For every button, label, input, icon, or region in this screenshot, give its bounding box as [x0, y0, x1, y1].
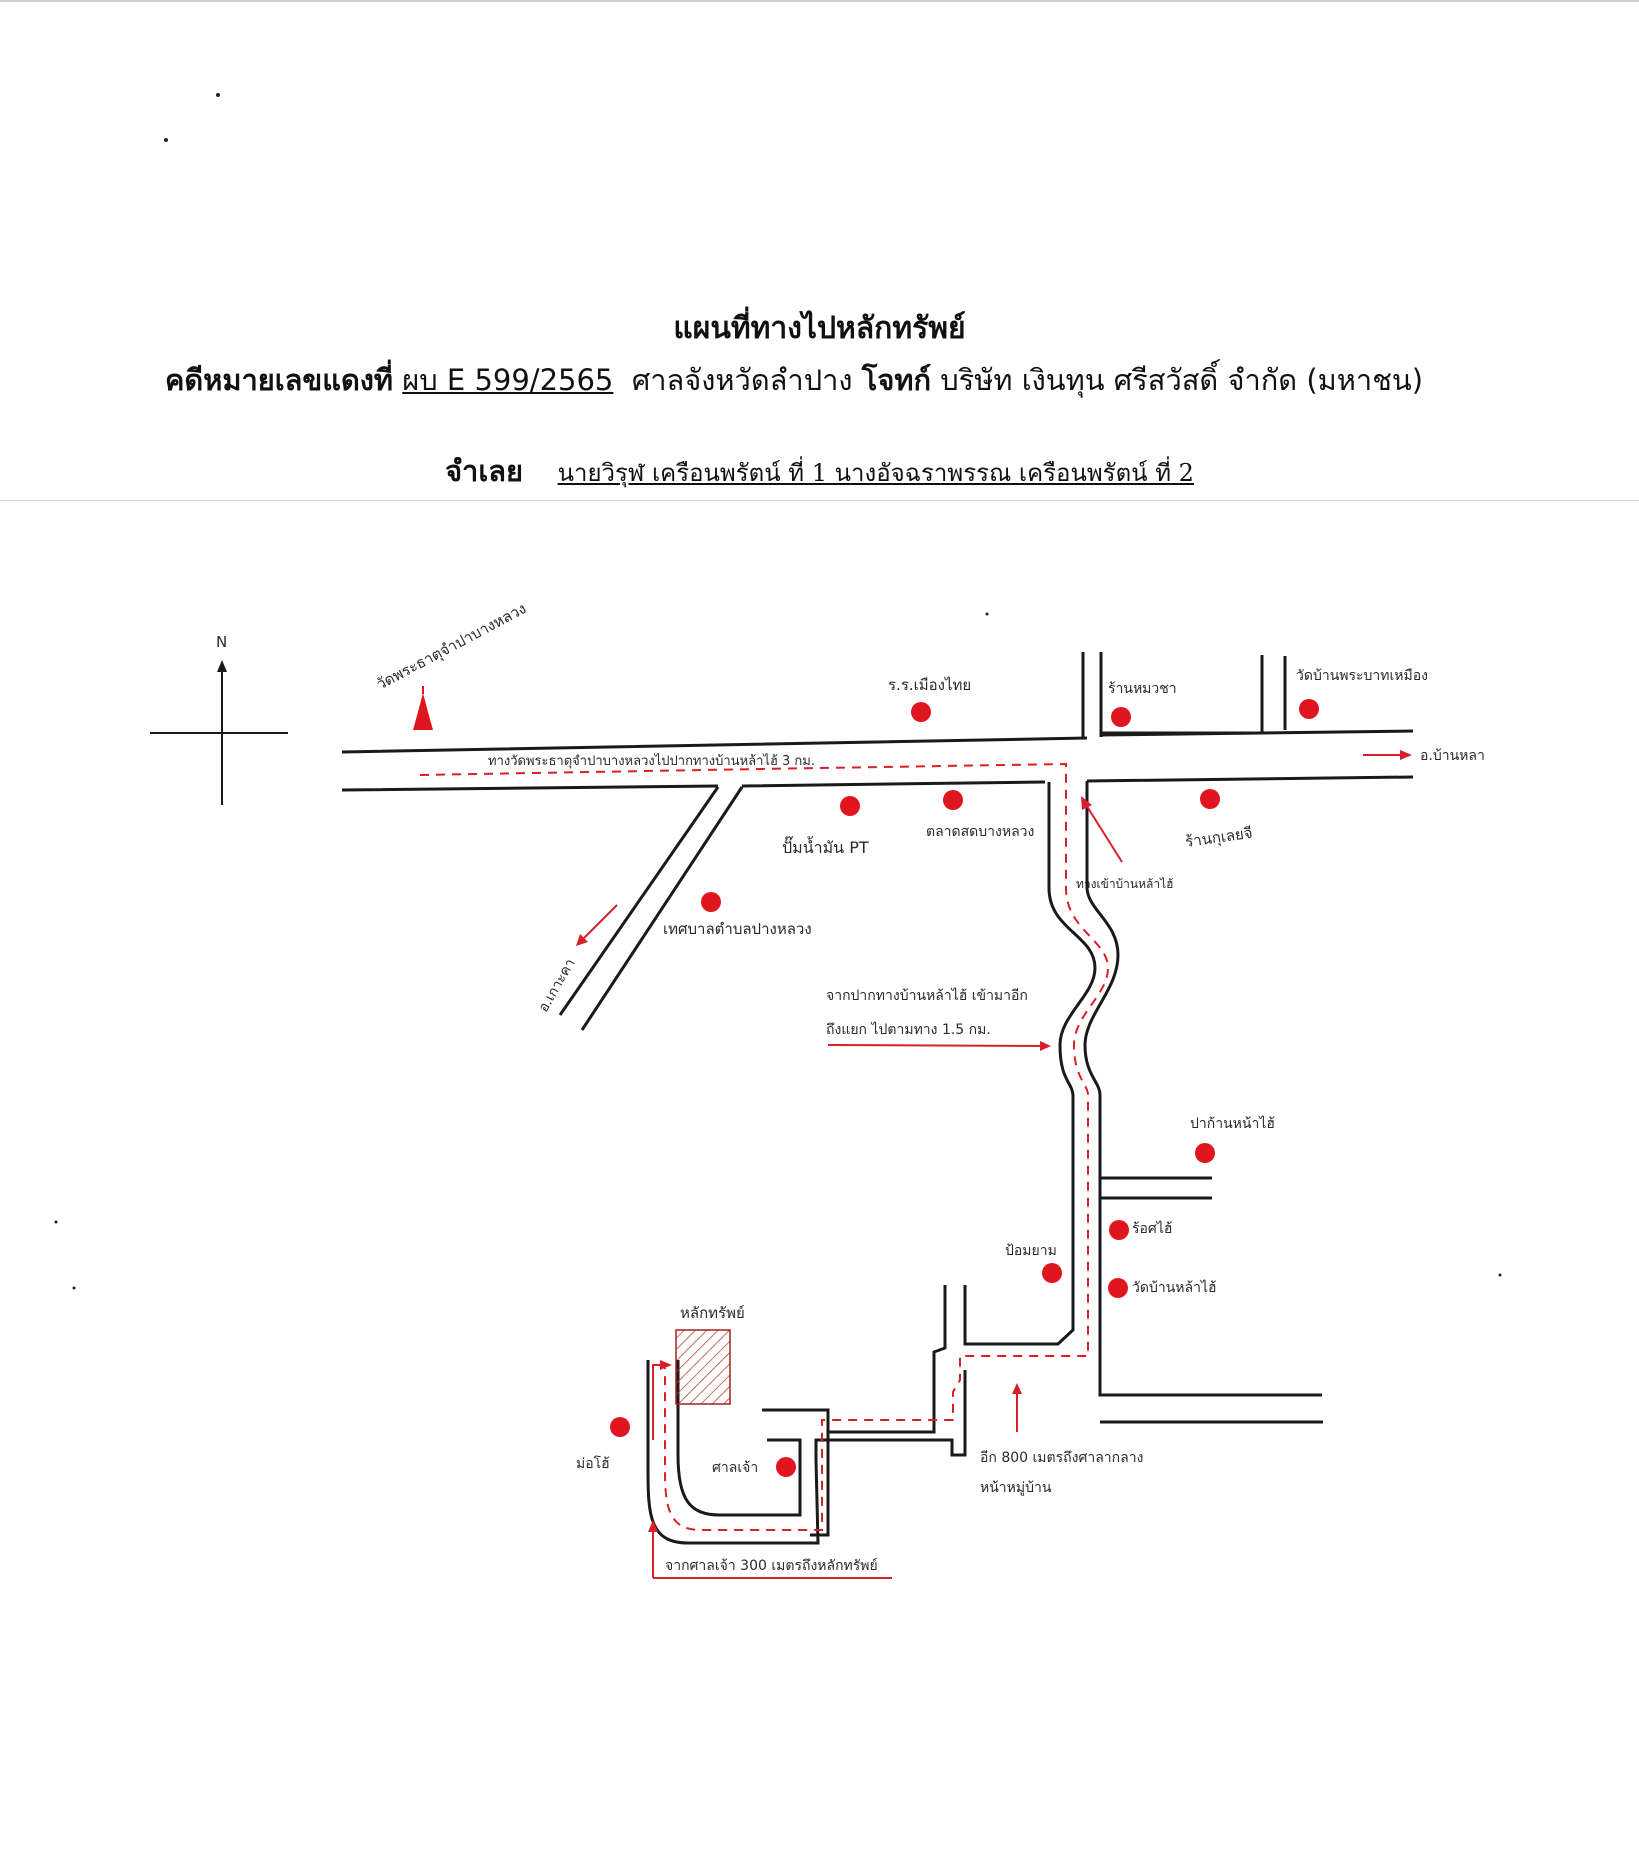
- note-village: อีก 800 เมตรถึงศาลากลาง: [980, 1450, 1143, 1466]
- case-prefix: คดีหมายเลขแดงที่: [165, 363, 394, 397]
- scan-specks: [54, 93, 1502, 1290]
- arrow-southwest-icon: [576, 934, 588, 946]
- marker-shrine: [1195, 1143, 1215, 1163]
- plaintiff-label: โจทก์: [861, 363, 932, 397]
- label-market: ตลาดสดบางหลวง: [926, 824, 1034, 840]
- label-school: ร.ร.เมืองไทย: [888, 676, 971, 694]
- marker-school: [911, 702, 931, 722]
- map-header: แผนที่ทางไปหลักทรัพย์: [0, 305, 1639, 364]
- arrow-along-road-icon: [1040, 1041, 1051, 1051]
- label-temple-top-right: วัดบ้านพระบาทเหมือง: [1296, 668, 1428, 684]
- marker-clinic: [1109, 1220, 1129, 1240]
- label-checkpoint: ป้อมยาม: [1005, 1243, 1057, 1259]
- label-shop-top: ร้านหมวชา: [1108, 681, 1177, 697]
- scan-edge-top: [0, 0, 1639, 2]
- label-shop-right: ร้านกุเลยจี: [1184, 824, 1254, 852]
- arrow-village-icon: [1012, 1383, 1022, 1394]
- page-title: แผนที่ทางไปหลักทรัพย์: [673, 311, 966, 346]
- marker-gas-station: [840, 796, 860, 816]
- label-municipality: เทศบาลตำบลปางหลวง: [663, 920, 812, 938]
- marker-market: [943, 790, 963, 810]
- note-along-road-2: ถึงแยก ไปตามทาง 1.5 กม.: [826, 1021, 991, 1038]
- diagonal-road: [558, 786, 744, 1031]
- landmark-markers: [610, 699, 1319, 1477]
- temple-icon: [413, 686, 433, 730]
- label-old-shrine: ศาลเจ้า: [712, 1460, 758, 1476]
- compass-label: N: [216, 633, 227, 651]
- marker-shop-right: [1200, 789, 1220, 809]
- marker-temple-top-right: [1299, 699, 1319, 719]
- marker-hospital: [610, 1417, 630, 1437]
- direction-notes: ทางวัดพระธาตุจำปาบางหลวงไปปากทางบ้านหล้า…: [488, 748, 1485, 1574]
- marker-old-shrine: [776, 1457, 796, 1477]
- arrow-final-icon: [648, 1520, 658, 1532]
- marker-municipality: [701, 892, 721, 912]
- note-to-east: อ.บ้านหลา: [1420, 748, 1485, 764]
- winding-road: [646, 781, 1323, 1545]
- label-property: หลักทรัพย์: [680, 1304, 745, 1322]
- note-final: จากศาลเจ้า 300 เมตรถึงหลักทรัพย์: [665, 1557, 878, 1574]
- label-wat-village: วัดบ้านหล้าไฮ้: [1132, 1279, 1217, 1296]
- label-gas-station: ปั๊มน้ำมัน PT: [782, 836, 869, 857]
- arrow-east-icon: [1400, 750, 1412, 760]
- label-hospital: ม่อโฮ้: [576, 1455, 610, 1472]
- defendant-names: นายวิรุฬ เครือนพรัตน์ ที่ 1 นางอัจฉราพรร…: [557, 459, 1194, 487]
- north-arrow-icon: [217, 660, 227, 672]
- note-village-2: หน้าหมู่บ้าน: [980, 1480, 1052, 1496]
- scan-fold-line: [0, 500, 1639, 501]
- direction-arrows: [576, 750, 1412, 1579]
- court-name: ศาลจังหวัดลำปาง: [631, 363, 853, 397]
- label-shrine: ปาก้านหน้าไฮ้: [1190, 1115, 1275, 1132]
- note-main-road: ทางวัดพระธาตุจำปาบางหลวงไปปากทางบ้านหล้า…: [488, 753, 815, 769]
- property-parcel: [675, 1329, 731, 1405]
- defendant-line: จำเลย นายวิรุฬ เครือนพรัตน์ ที่ 1 นางอัจ…: [0, 448, 1639, 494]
- arrow-property-icon: [660, 1360, 672, 1370]
- defendant-label: จำเลย: [445, 454, 524, 488]
- marker-wat-village: [1108, 1278, 1128, 1298]
- note-junction: ทางเข้าบ้านหล้าไฮ้: [1076, 877, 1173, 891]
- side-roads-north: [1081, 652, 1287, 738]
- marker-shop-top: [1111, 707, 1131, 727]
- note-to-southwest: อ.เกาะคา: [536, 956, 579, 1015]
- case-number: ผบ E 599/2565: [402, 363, 614, 397]
- plaintiff-name: บริษัท เงินทุน ศรีสวัสดิ์ จำกัด (มหาชน): [940, 363, 1424, 397]
- label-temple-top-left: วัดพระธาตุจำปาบางหลวง: [373, 599, 529, 694]
- case-line: คดีหมายเลขแดงที่ ผบ E 599/2565 ศาลจังหวั…: [165, 358, 1485, 402]
- compass: N: [150, 633, 288, 805]
- arrow-junction-icon: [1081, 796, 1092, 810]
- dashed-route: [419, 762, 1110, 1531]
- marker-checkpoint: [1042, 1263, 1062, 1283]
- note-along-road: จากปากทางบ้านหล้าไฮ้ เข้ามาอีก: [826, 987, 1028, 1004]
- label-clinic: ร้อศไฮ้: [1132, 1220, 1172, 1237]
